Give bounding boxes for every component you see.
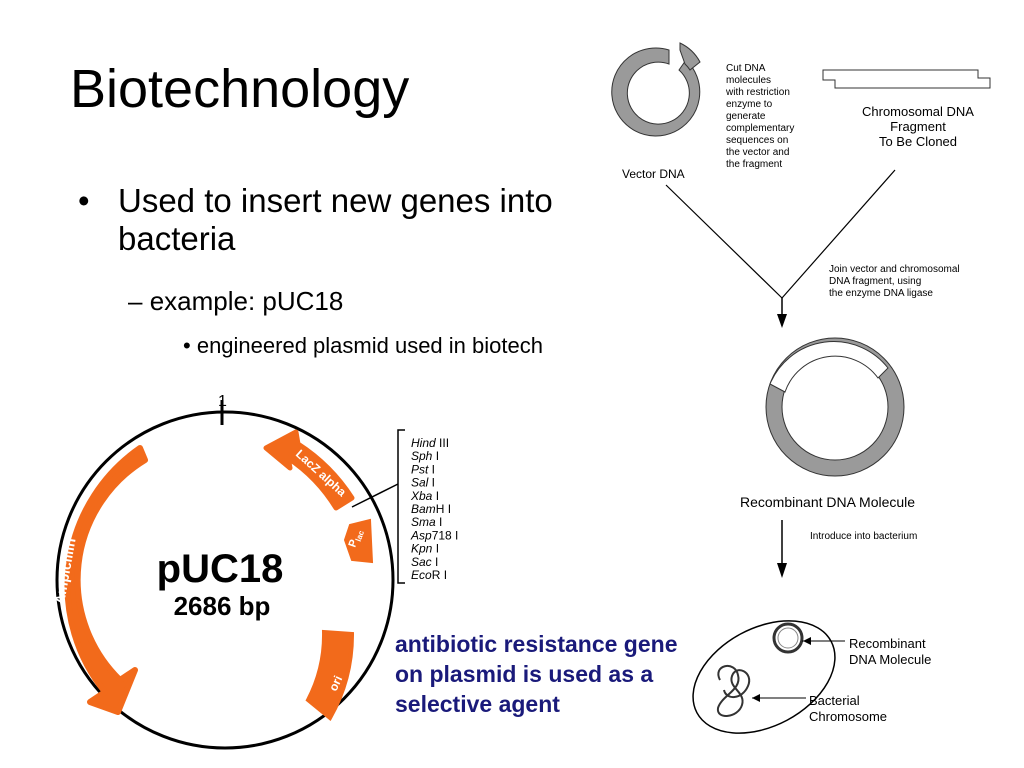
restriction-site-sal: Sal I bbox=[411, 476, 435, 490]
plasmid-size: 2686 bp bbox=[174, 591, 271, 621]
ori-arc bbox=[305, 629, 355, 722]
cut-dna-text-line: with restriction bbox=[725, 87, 790, 98]
join-text-line: DNA fragment, using bbox=[829, 276, 921, 287]
cut-dna-text-line: molecules bbox=[726, 75, 771, 86]
bullet-dot: • bbox=[78, 182, 90, 219]
restriction-site-sac: Sac I bbox=[411, 555, 438, 569]
plac-promoter-arrow bbox=[343, 518, 374, 564]
join-text-line: Join vector and chromosomal bbox=[829, 264, 960, 275]
cell-recombinant-plasmid bbox=[772, 622, 804, 654]
cut-dna-text-line: sequences on bbox=[726, 135, 788, 146]
recombinant-insert-segment bbox=[769, 341, 889, 393]
cell-recombinant-text-line: Recombinant bbox=[849, 636, 926, 651]
restriction-site-asp: Asp718 I bbox=[410, 528, 458, 542]
fragment-text-line: Fragment bbox=[890, 119, 946, 134]
cut-dna-text-line: Cut DNA bbox=[726, 63, 766, 74]
chromosomal-fragment-strand bbox=[822, 69, 991, 89]
restriction-site-pst: Pst I bbox=[411, 462, 435, 476]
join-text-line: the enzyme DNA ligase bbox=[829, 288, 933, 299]
cell-chromosome-text-line: Chromosome bbox=[809, 709, 887, 724]
bullet-level-3: • engineered plasmid used in biotech bbox=[183, 333, 543, 359]
bullet-dash: – bbox=[128, 286, 150, 316]
selective-agent-note: antibiotic resistance gene on plasmid is… bbox=[395, 631, 678, 717]
vector-dna-ring bbox=[611, 47, 701, 137]
introduce-arrow-head bbox=[777, 563, 787, 578]
cut-dna-text-line: complementary bbox=[726, 123, 794, 134]
fragment-text-line: Chromosomal DNA bbox=[862, 104, 974, 119]
mcs-pointer-line bbox=[351, 483, 399, 508]
restriction-site-sma: Sma I bbox=[411, 515, 442, 529]
lacz-alpha-gene-arc bbox=[263, 429, 355, 511]
cut-dna-text-line: enzyme to bbox=[726, 99, 773, 110]
fragment-text-line: To Be Cloned bbox=[879, 134, 957, 149]
bacterium-cell bbox=[692, 620, 836, 734]
cell-chromosome-text-line: Bacterial bbox=[809, 693, 860, 708]
plac-label: Plac bbox=[347, 527, 367, 550]
slide-title: Biotechnology bbox=[70, 59, 410, 119]
join-arrow-head bbox=[777, 314, 787, 328]
restriction-site-sph: Sph I bbox=[411, 449, 439, 463]
bacterial-chromosome-tangle bbox=[716, 665, 751, 717]
recombinant-dna-label: Recombinant DNA Molecule bbox=[740, 494, 915, 510]
fragment-to-join-line bbox=[781, 169, 896, 299]
restriction-site-hind: Hind III bbox=[411, 436, 449, 450]
bullet-level-2: – example: pUC18 bbox=[128, 286, 343, 316]
cut-dna-text-line: generate bbox=[726, 111, 766, 122]
chromosome-pointer-head bbox=[752, 694, 760, 702]
cut-dna-text-line: the fragment bbox=[726, 159, 782, 170]
cut-dna-text-line: the vector and bbox=[726, 147, 789, 158]
introduce-into-bacterium-text: Introduce into bacterium bbox=[810, 531, 917, 542]
vector-to-join-line bbox=[665, 184, 783, 299]
position-one-label: 1 bbox=[218, 393, 227, 410]
bullet-small-dot: • bbox=[183, 333, 197, 358]
bullet-level-1: • Used to insert new genes into bacteria bbox=[78, 182, 668, 258]
ori-label: ori bbox=[326, 673, 345, 693]
restriction-site-kpn: Kpn I bbox=[411, 542, 439, 556]
recombinant-dna-ring bbox=[765, 337, 905, 477]
vector-dna-label: Vector DNA bbox=[622, 167, 685, 181]
bullet-level-3-text: engineered plasmid used in biotech bbox=[196, 333, 543, 358]
restriction-site-xba: Xba I bbox=[410, 489, 439, 503]
recombinant-pointer-head bbox=[803, 637, 811, 645]
plasmid-backbone bbox=[55, 410, 395, 750]
bullet-level-1-text: Used to insert new genes into bacteria bbox=[118, 182, 553, 257]
vector-dna-cut-end bbox=[679, 42, 701, 71]
cell-recombinant-plasmid-inner bbox=[777, 627, 799, 649]
plasmid-name: pUC18 bbox=[157, 547, 284, 591]
restriction-site-bam: BamH I bbox=[411, 502, 451, 516]
ampicillin-gene-arc bbox=[64, 445, 148, 715]
restriction-site-eco: EcoR I bbox=[411, 568, 447, 582]
cell-recombinant-text-line: DNA Molecule bbox=[849, 652, 931, 667]
mcs-bracket bbox=[397, 429, 405, 584]
bullet-level-2-text: example: pUC18 bbox=[149, 286, 344, 316]
